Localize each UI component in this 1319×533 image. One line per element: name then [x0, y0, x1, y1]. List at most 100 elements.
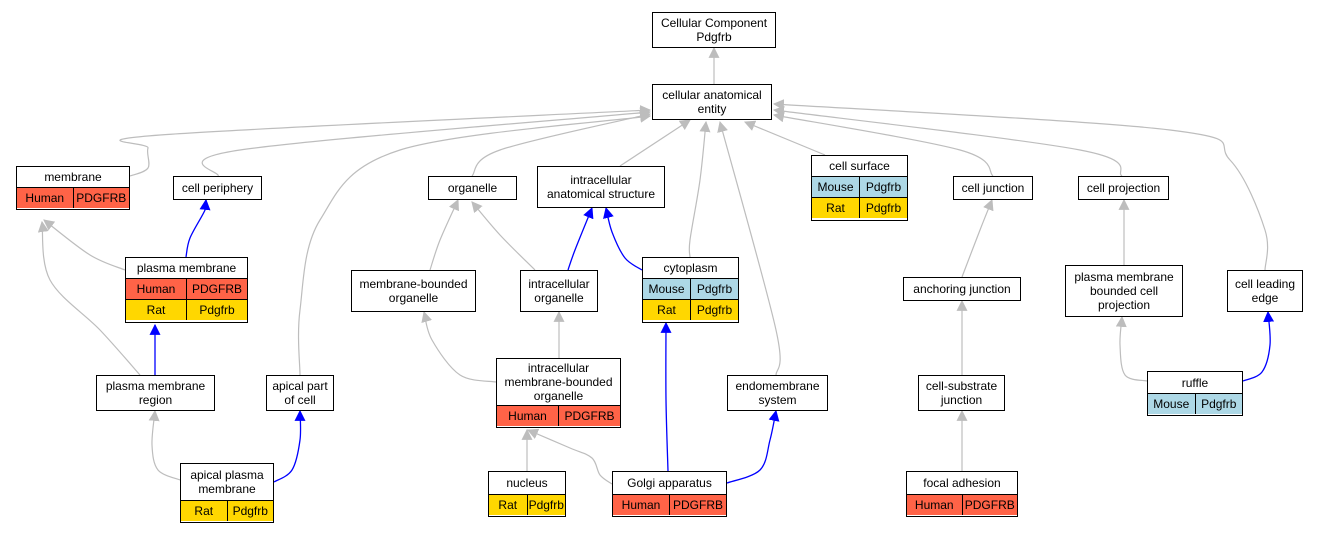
node-imbo[interactable]: intracellular membrane-bounded organelle…: [496, 358, 621, 428]
node-title: Golgi apparatus: [627, 476, 712, 490]
species-label: Human: [613, 495, 669, 515]
node-leadingEdge[interactable]: cell leading edge: [1227, 270, 1303, 312]
node-title: apical plasma membrane: [190, 468, 264, 496]
species-label: Rat: [126, 300, 186, 320]
gene-label: Pdgfrb: [859, 198, 907, 218]
edge-pmRegion-to-membrane: [37, 220, 141, 376]
edge-io-to-ias: [567, 206, 594, 271]
edge-golgi-to-cytoplasm: [660, 321, 672, 472]
node-title: intracellular anatomical structure: [546, 173, 656, 201]
edge-mbo-to-organelle: [429, 198, 459, 271]
node-io[interactable]: intracellular organelle: [520, 270, 598, 312]
node-title: nucleus: [506, 476, 548, 490]
edge-ias-to-cae: [619, 119, 691, 167]
node-cellSubstrate[interactable]: cell-substrate junction: [918, 375, 1005, 411]
node-title: apical part of cell: [272, 379, 328, 407]
gene-label: Pdgfrb: [690, 279, 738, 299]
edge-cellSurface-to-cae: [743, 120, 826, 156]
edge-membrane-to-cae: [119, 105, 652, 177]
node-title: organelle: [447, 181, 498, 195]
node-cellPeriphery[interactable]: cell periphery: [173, 176, 262, 200]
species-label: Rat: [643, 300, 690, 320]
edge-cytoplasm-to-cae: [688, 120, 711, 258]
edge-golgi-to-imbo: [526, 428, 613, 485]
species-label: Mouse: [1148, 394, 1195, 414]
node-title: cell junction: [961, 181, 1025, 195]
node-title: cell projection: [1086, 181, 1161, 195]
node-title: intracellular membrane-bounded organelle: [504, 361, 613, 403]
edge-anchoring-to-cellJunction: [961, 198, 994, 278]
node-title: cell-substrate junction: [925, 379, 998, 407]
edge-organelle-to-cae: [471, 110, 652, 177]
node-pmbcp[interactable]: plasma membrane bounded cell projection: [1065, 265, 1183, 317]
node-title: cytoplasm: [663, 261, 718, 275]
gene-label: Pdgfrb: [226, 501, 273, 521]
gene-label: Pdgfrb: [1194, 394, 1242, 414]
edge-apicalPart-to-cae: [297, 111, 652, 376]
node-title: membrane-bounded organelle: [359, 277, 468, 305]
edge-apicalPM-to-apicalPart: [273, 409, 306, 483]
node-cellProjection[interactable]: cell projection: [1078, 176, 1169, 200]
species-label: Rat: [489, 495, 527, 515]
edge-ruffle-to-leadingEdge: [1242, 310, 1275, 382]
edge-imbo-to-mbo: [421, 310, 497, 383]
node-ias[interactable]: intracellular anatomical structure: [537, 166, 665, 208]
node-apicalPart[interactable]: apical part of cell: [266, 375, 334, 411]
gene-label: PDGFRB: [558, 406, 620, 426]
node-title: cell leading edge: [1234, 277, 1296, 305]
node-cellJunction[interactable]: cell junction: [953, 176, 1033, 200]
edge-cellPeriphery-to-cae: [201, 107, 652, 177]
edge-cellProjection-to-cae: [772, 105, 1123, 177]
species-label: Mouse: [812, 177, 859, 197]
edge-plasmaMembrane-to-cellPeriphery: [185, 198, 211, 258]
node-title: plasma membrane region: [105, 379, 206, 407]
node-organelle[interactable]: organelle: [428, 176, 517, 200]
edge-io-to-organelle: [471, 201, 536, 271]
edge-plasmaMembrane-to-membrane: [43, 219, 126, 271]
edge-golgi-to-endomembrane: [726, 409, 780, 484]
node-mbo[interactable]: membrane-bounded organelle: [351, 270, 476, 312]
node-title: Cellular Component Pdgfrb: [660, 16, 768, 44]
gene-label: Pdgfrb: [690, 300, 738, 320]
gene-label: PDGFRB: [186, 279, 247, 299]
edge-ruffle-to-pmbcp: [1115, 315, 1148, 382]
gene-label: Pdgfrb: [526, 495, 565, 515]
edge-cytoplasm-to-ias: [603, 206, 643, 271]
species-label: Human: [497, 406, 558, 426]
gene-label: PDGFRB: [669, 495, 726, 515]
node-title: cellular anatomical entity: [662, 88, 762, 116]
node-cae[interactable]: cellular anatomical entity: [652, 84, 772, 120]
node-anchoring[interactable]: anchoring junction: [903, 277, 1021, 301]
species-label: Human: [126, 279, 186, 299]
node-pmRegion[interactable]: plasma membrane region: [96, 375, 215, 411]
node-title: plasma membrane: [136, 261, 237, 275]
edge-leadingEdge-to-cae: [772, 99, 1269, 271]
species-label: Human: [907, 495, 962, 515]
node-endomembrane[interactable]: endomembrane system: [727, 375, 828, 411]
node-title: endomembrane system: [735, 379, 820, 407]
node-title: anchoring junction: [913, 282, 1011, 296]
edge-endomembrane-to-cae: [717, 120, 781, 376]
species-label: Rat: [812, 198, 859, 218]
node-root[interactable]: Cellular Component Pdgfrb: [652, 12, 776, 48]
